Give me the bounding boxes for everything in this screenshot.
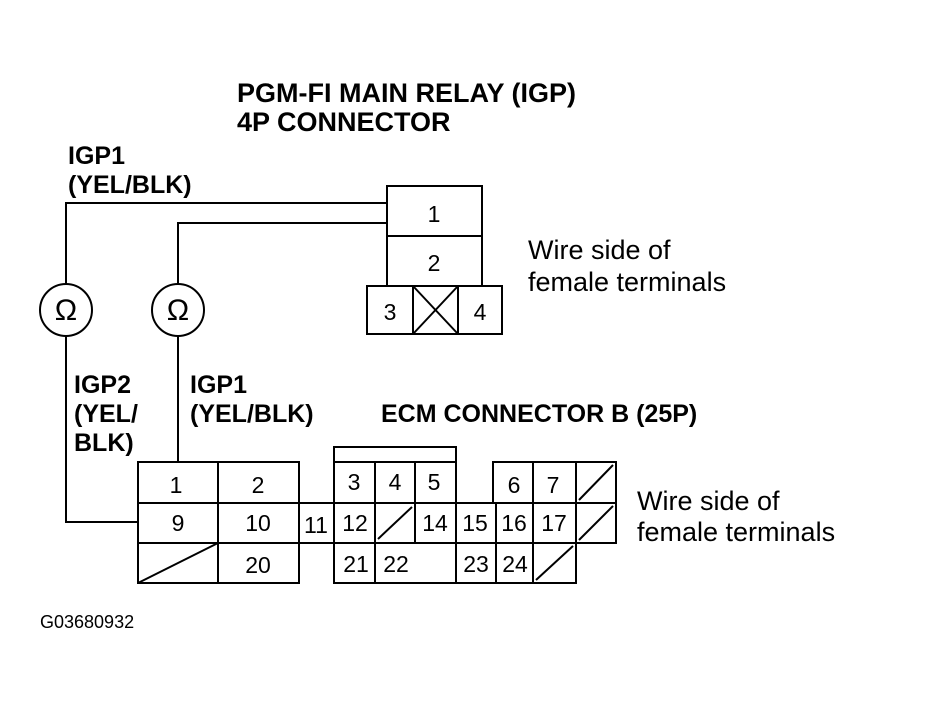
ohmmeter-left-icon xyxy=(39,283,93,337)
ecm-pin-6: 6 xyxy=(508,472,521,498)
relay-title-line1: PGM-FI MAIN RELAY (IGP) xyxy=(237,78,576,108)
ecm-pin-11: 11 xyxy=(304,512,328,538)
igp1-top-color: (YEL/BLK) xyxy=(68,171,192,199)
ecm-pin-4: 4 xyxy=(389,469,402,495)
igp2-color-line1: (YEL/ xyxy=(74,400,138,428)
relay-title-line2: 4P CONNECTOR xyxy=(237,107,451,137)
ecm-title: ECM CONNECTOR B (25P) xyxy=(381,400,697,428)
ecm-pin-9: 9 xyxy=(172,510,185,536)
ecm-pin-20: 20 xyxy=(245,552,271,578)
igp1-bottom-label: IGP1 xyxy=(190,371,247,399)
ecm-empty-cavity-8-mark xyxy=(578,464,614,501)
ohm-symbol-left: Ω xyxy=(55,294,77,327)
igp1-top-label: IGP1 xyxy=(68,142,125,170)
relay-side-note-line2: female terminals xyxy=(528,267,726,297)
ecm-pin-16: 16 xyxy=(501,510,527,536)
figure-id: G03680932 xyxy=(40,612,134,632)
ecm-side-note-line1: Wire side of xyxy=(637,486,780,516)
ecm-empty-cavity-25-mark xyxy=(535,545,574,581)
igp2-color-line2: BLK) xyxy=(74,429,134,457)
relay-pin-2: 2 xyxy=(428,250,441,276)
ecm-empty-cavity-19-mark xyxy=(137,542,219,584)
igp1-inner-wire xyxy=(177,222,387,462)
ohm-symbol-right: Ω xyxy=(167,294,189,327)
ecm-pin-21: 21 xyxy=(343,551,369,577)
relay-pin-3: 3 xyxy=(384,299,397,325)
ohmmeter-right-icon xyxy=(151,283,205,337)
ecm-pin-15: 15 xyxy=(462,510,488,536)
ecm-pin-3: 3 xyxy=(348,469,361,495)
ecm-pin-10: 10 xyxy=(245,510,271,536)
ecm-empty-cavity-13-mark xyxy=(377,506,413,540)
relay-pin-4: 4 xyxy=(474,299,487,325)
ecm-pin-14: 14 xyxy=(422,510,448,536)
ecm-pin-24: 24 xyxy=(502,551,528,577)
ecm-pin-23: 23 xyxy=(463,551,489,577)
relay-pin-1: 1 xyxy=(428,201,441,227)
ecm-pin-2: 2 xyxy=(252,472,265,498)
ecm-side-note-line2: female terminals xyxy=(637,517,835,547)
ecm-pin-5: 5 xyxy=(428,469,441,495)
relay-bottom-row xyxy=(366,285,503,335)
relay-side-note-line1: Wire side of xyxy=(528,235,671,265)
ecm-pin-22: 22 xyxy=(383,551,409,577)
ecm-empty-cavity-18-mark xyxy=(578,505,614,541)
igp1-outer-wire xyxy=(65,202,387,523)
relay-connector xyxy=(366,185,503,335)
ecm-pin-1: 1 xyxy=(170,472,183,498)
ecm-pin-17: 17 xyxy=(541,510,567,536)
igp1-bottom-color: (YEL/BLK) xyxy=(190,400,314,428)
ecm-connector xyxy=(137,446,617,584)
igp2-label: IGP2 xyxy=(74,371,131,399)
ecm-pin-7: 7 xyxy=(547,472,560,498)
ecm-pin-12: 12 xyxy=(342,510,368,536)
